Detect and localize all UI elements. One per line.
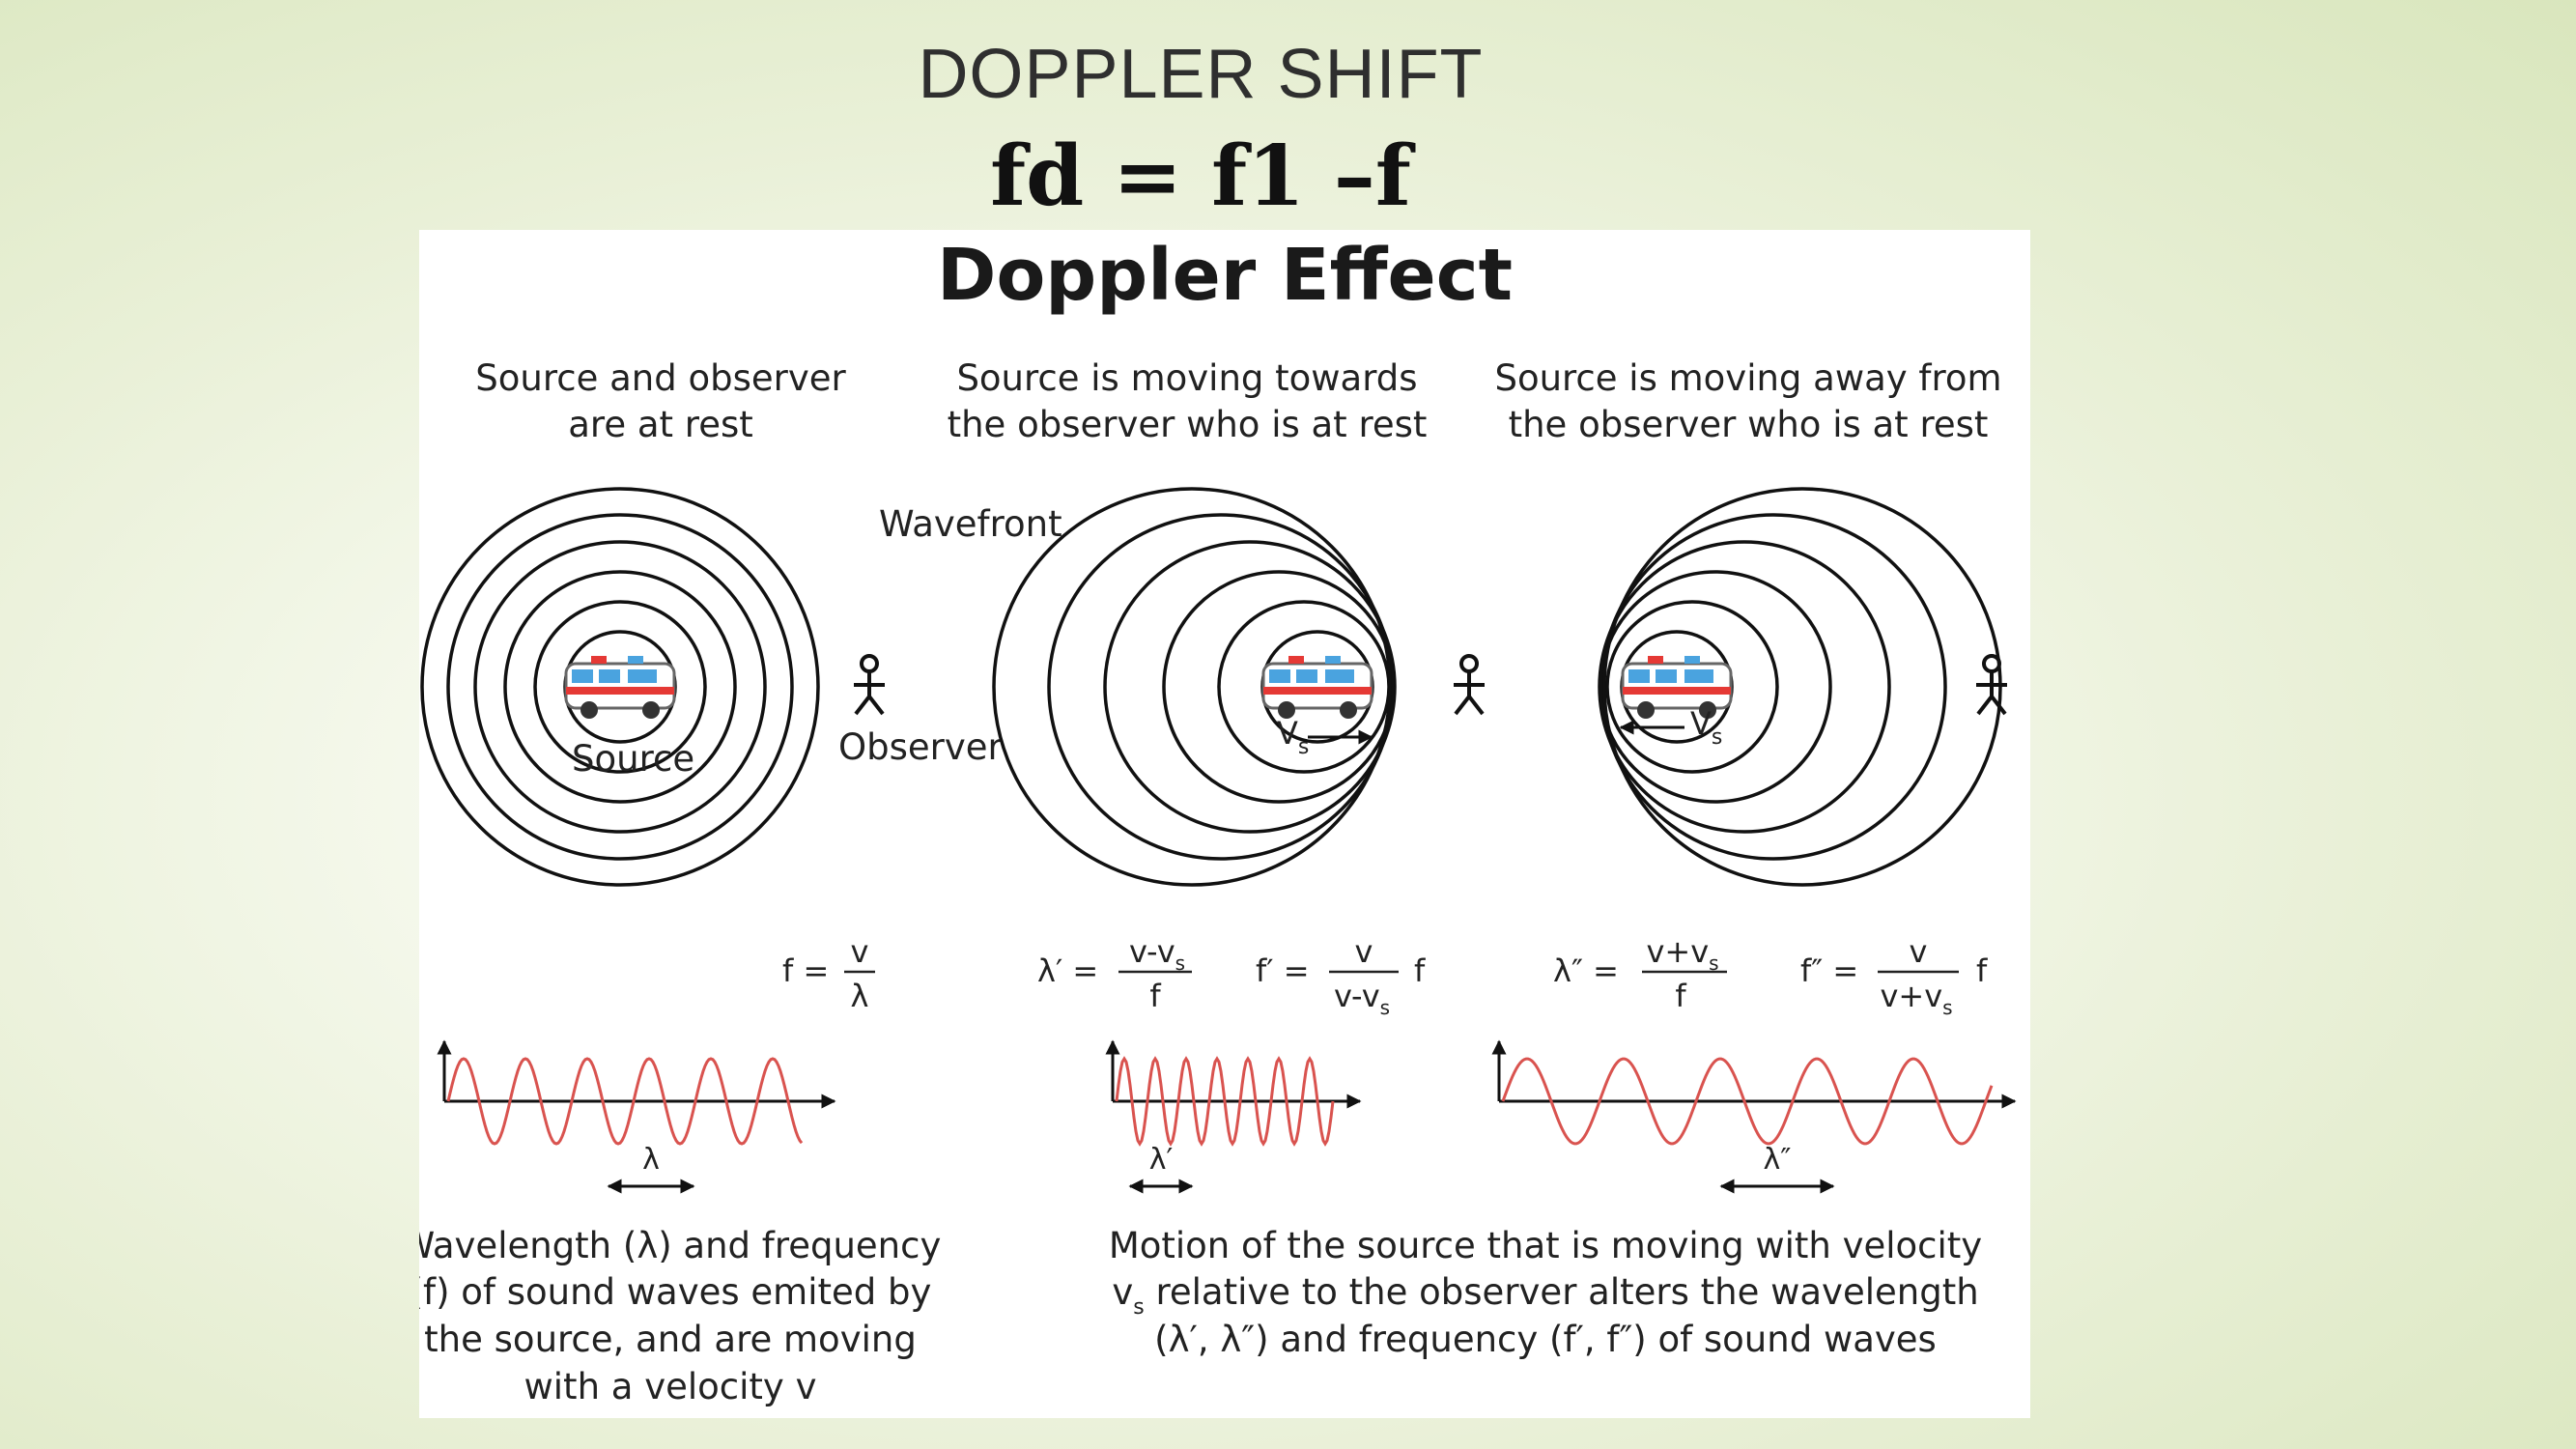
formula-away-lambda: λ″ = v+vs f [1553, 933, 1727, 1014]
svg-text:f: f [1976, 952, 1988, 989]
svg-text:λ′ =: λ′ = [1037, 952, 1098, 989]
svg-text:(f) of sound waves emited by: (f) of sound waves emited by [419, 1271, 931, 1313]
svg-text:v+vs: v+vs [1880, 978, 1952, 1019]
wavelength-away-label: λ″ [1764, 1143, 1792, 1177]
ambulance-away-icon [1621, 654, 1733, 721]
header-rest-line1: Source and observer [475, 357, 846, 399]
wave-plot-towards: λ′ [1105, 1039, 1362, 1194]
observer-rest-icon [852, 654, 887, 716]
svg-text:v: v [851, 933, 869, 970]
header-away-line1: Source is moving away from [1494, 357, 2001, 399]
svg-text:the source, and are moving: the source, and are moving [424, 1319, 917, 1360]
svg-text:(λ′, λ″) and frequency (f′, f″: (λ′, λ″) and frequency (f′, f″) of sound… [1154, 1319, 1937, 1360]
formula-rest: f = v λ [782, 933, 875, 1014]
wavefronts-towards [992, 487, 1397, 887]
observer-away-icon [1974, 654, 2009, 716]
wavelength-towards-label: λ′ [1149, 1143, 1174, 1177]
svg-text:v: v [1355, 933, 1373, 970]
caption-right: Motion of the source that is moving with… [1109, 1225, 1982, 1360]
caption-left: Wavelength (λ) and frequency (f) of soun… [419, 1225, 941, 1407]
ambulance-towards-icon [1261, 654, 1373, 721]
header-rest-line2: are at rest [568, 404, 753, 445]
velocity-towards-label: Vs [1277, 715, 1309, 759]
header-away-line2: the observer who is at rest [1509, 404, 1989, 445]
doppler-figure: Doppler Effect Source and observer are a… [419, 230, 2030, 1418]
svg-text:λ: λ [851, 978, 869, 1014]
svg-text:f: f [1414, 952, 1426, 989]
svg-text:Wavelength (λ) and frequency: Wavelength (λ) and frequency [419, 1225, 941, 1266]
ambulance-rest-icon [564, 654, 676, 721]
formula-towards-lambda: λ′ = v-vs f [1037, 933, 1192, 1014]
velocity-away-label: Vs [1690, 705, 1722, 750]
header-towards-line2: the observer who is at rest [948, 404, 1428, 445]
wave-plot-rest: λ [437, 1039, 836, 1194]
svg-text:f: f [1149, 978, 1161, 1014]
svg-text:f′ =: f′ = [1256, 952, 1310, 989]
svg-text:f =: f = [782, 952, 829, 989]
observer-label: Observer [838, 726, 1004, 768]
formula-away-freq: f″ = v v+vs f [1800, 933, 1988, 1019]
source-label: Source [572, 738, 694, 780]
svg-text:v+vs: v+vs [1646, 933, 1718, 975]
wavefront-label: Wavefront [879, 503, 1062, 545]
observer-towards-icon [1452, 654, 1486, 716]
svg-text:with a velocity v: with a velocity v [524, 1366, 817, 1407]
svg-text:v-vs: v-vs [1334, 978, 1390, 1019]
svg-text:λ″ =: λ″ = [1553, 952, 1619, 989]
wavefronts-rest [420, 487, 820, 887]
doppler-formula: fd = f1 –f [990, 128, 1411, 225]
wavelength-rest-label: λ [642, 1143, 660, 1177]
wave-towards-path [1115, 1056, 1335, 1147]
svg-text:Motion of the source that is m: Motion of the source that is moving with… [1109, 1225, 1982, 1266]
svg-text:f: f [1675, 978, 1686, 1014]
svg-text:f″ =: f″ = [1800, 952, 1858, 989]
slide-title: DOPPLER SHIFT [918, 36, 1484, 113]
figure-title: Doppler Effect [937, 234, 1513, 317]
wave-rest-path [446, 1057, 804, 1146]
wave-away-path [1501, 1057, 1994, 1146]
svg-text:vs relative to the observer al: vs relative to the observer alters the w… [1112, 1271, 1978, 1320]
wave-plot-away: λ″ [1491, 1039, 2017, 1194]
formula-towards-freq: f′ = v v-vs f [1256, 933, 1426, 1019]
svg-text:v-vs: v-vs [1129, 933, 1185, 975]
svg-text:v: v [1910, 933, 1928, 970]
header-towards-line1: Source is moving towards [956, 357, 1417, 399]
